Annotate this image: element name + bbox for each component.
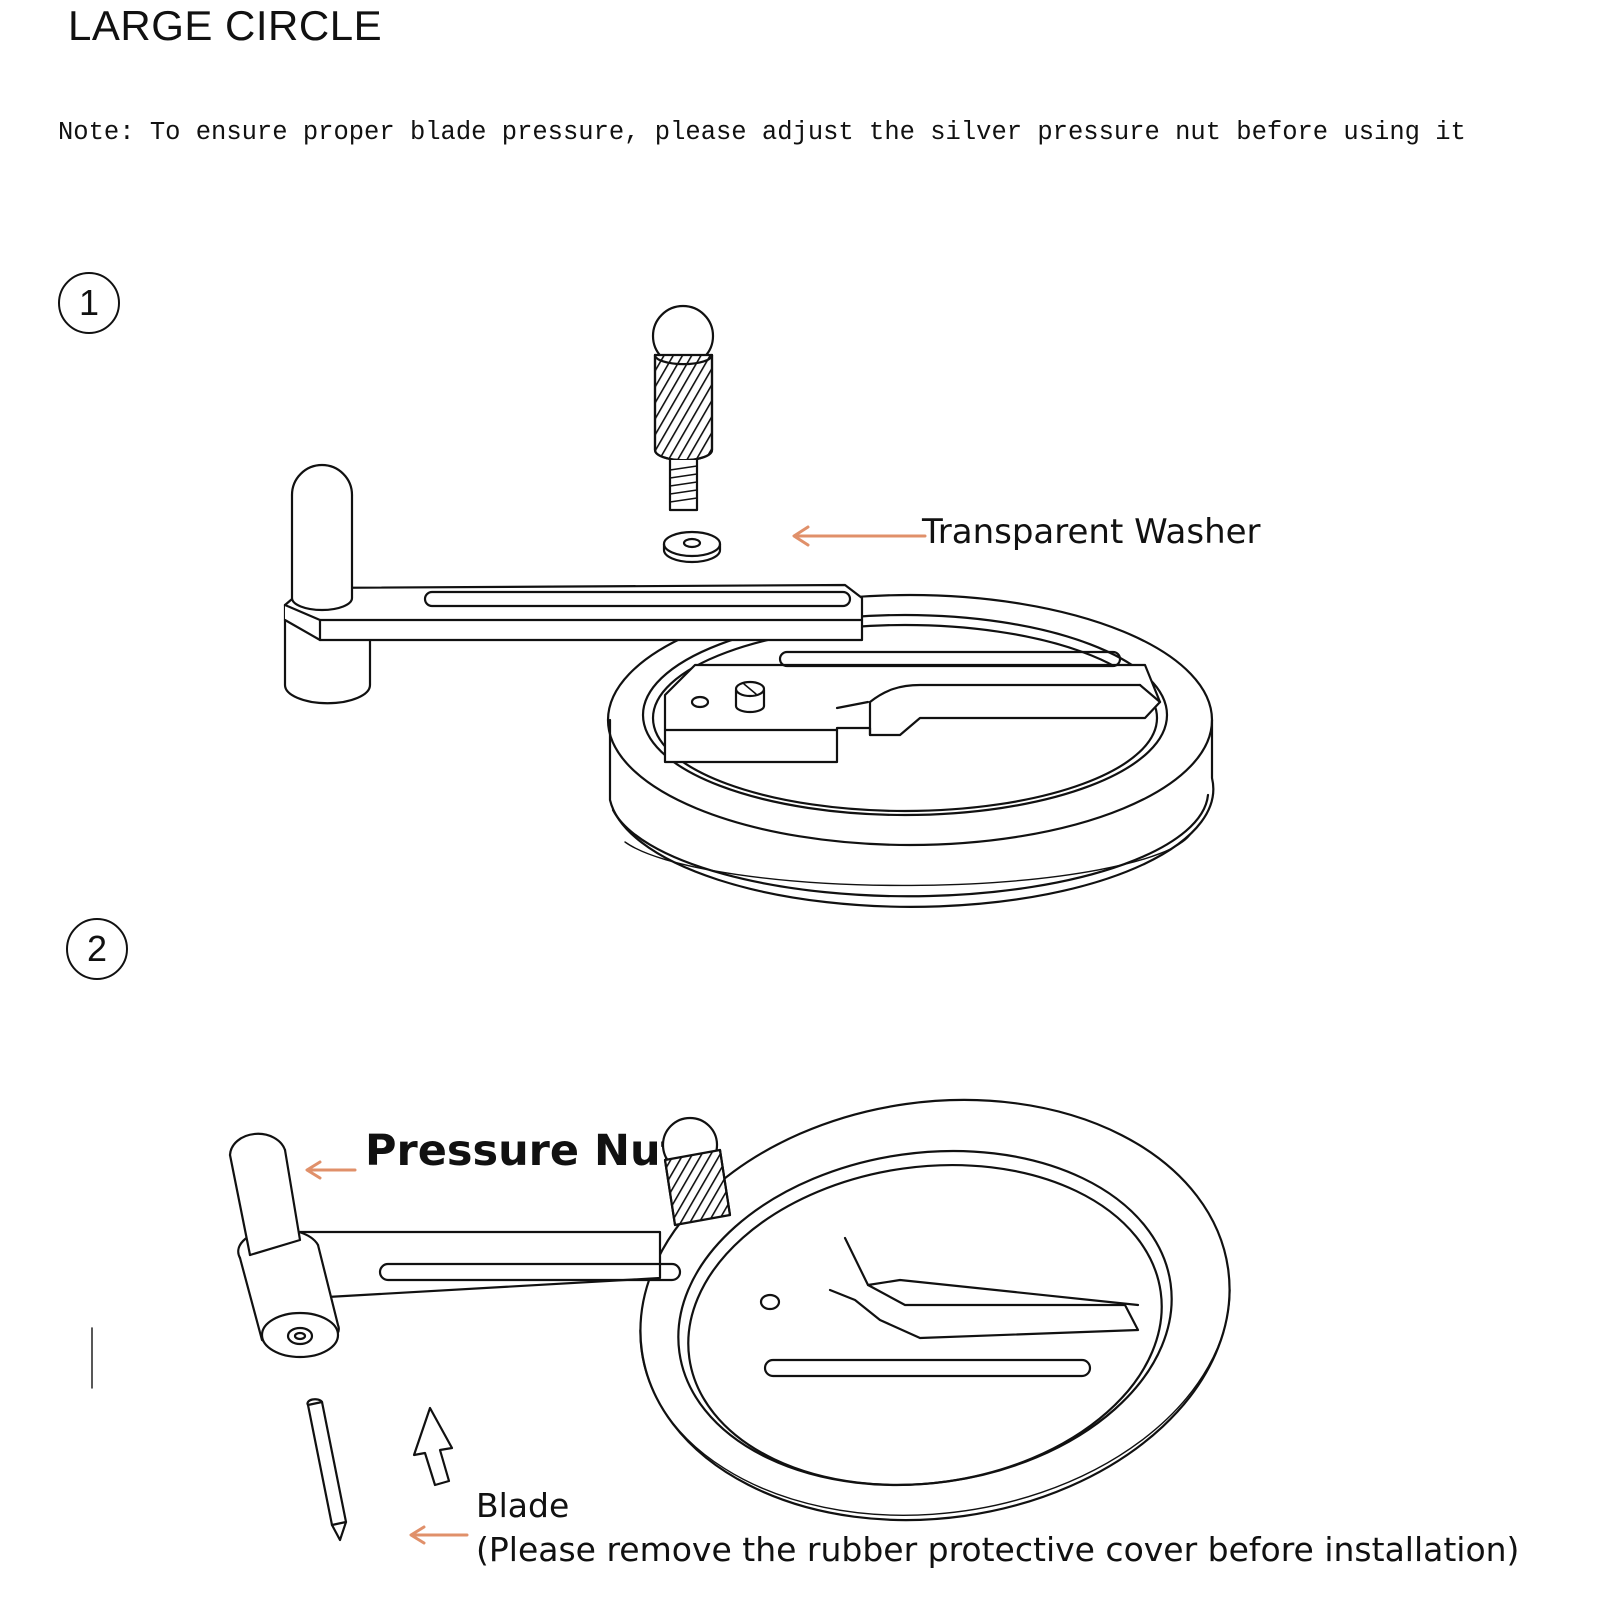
ring-base [606, 593, 1215, 908]
cutter-arm-2 [228, 1132, 682, 1359]
blade-note-label: (Please remove the rubber protective cov… [476, 1530, 1520, 1569]
page-title: LARGE CIRCLE [68, 2, 383, 49]
step-2-marker: 2 [66, 918, 128, 980]
left-arrow-icon [792, 525, 927, 547]
left-arrow-icon [409, 1525, 469, 1545]
transparent-washer-label: Transparent Washer [922, 512, 1261, 552]
pressure-nut-knob [661, 1116, 732, 1227]
up-arrow-icon [412, 1406, 454, 1487]
pressure-nut-label: Pressure Nut [365, 1126, 682, 1176]
inner-plate [663, 650, 1162, 764]
transparent-washer [662, 530, 722, 564]
ring-base-2 [639, 1098, 1231, 1522]
left-arrow-icon [305, 1160, 357, 1180]
pressure-screw [651, 304, 715, 512]
usage-note: Note: To ensure proper blade pressure, p… [58, 118, 1466, 147]
blade-label: Blade [476, 1486, 570, 1525]
inner-plate-2 [759, 1236, 1140, 1378]
step-2-drawing [91, 1098, 1231, 1545]
cutter-arm [283, 463, 864, 705]
step-1-drawing [283, 304, 1215, 908]
step-1-marker: 1 [58, 272, 120, 334]
blade-piece [306, 1398, 348, 1542]
